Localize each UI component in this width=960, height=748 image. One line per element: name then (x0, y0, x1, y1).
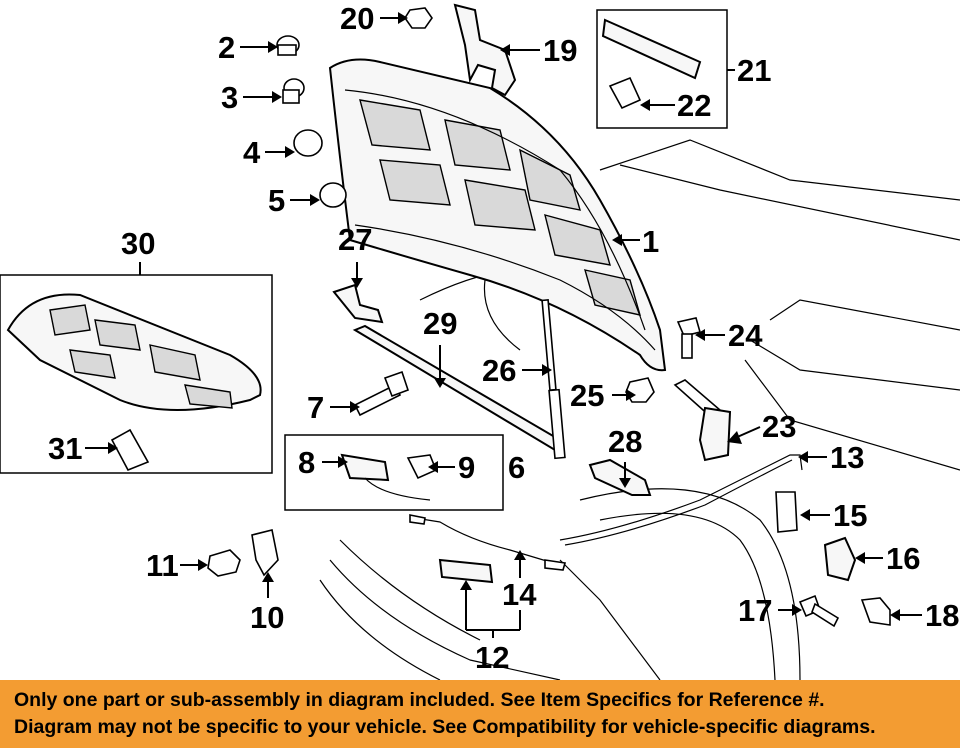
plug-5-icon (319, 182, 347, 208)
callout-3: 3 (221, 80, 238, 115)
callout-27: 27 (338, 222, 372, 257)
release-handle-12-icon (438, 558, 494, 584)
callout-25: 25 (570, 378, 604, 413)
bracket-28-icon (588, 458, 652, 496)
disclaimer-banner: Only one part or sub-assembly in diagram… (0, 680, 960, 748)
callout-7: 7 (307, 390, 324, 425)
disclaimer-line-1: Only one part or sub-assembly in diagram… (14, 689, 825, 711)
callout-18: 18 (925, 598, 959, 633)
callout-21: 21 (737, 53, 771, 88)
callout-13: 13 (830, 440, 864, 475)
cable-14-icon (409, 514, 567, 571)
hood-panel-part (328, 58, 667, 372)
hood-latch-23-icon (673, 379, 732, 462)
callout-labels: 1 2 3 4 5 6 7 8 9 10 11 12 13 14 15 16 1… (48, 1, 959, 675)
support-rod-26-icon (541, 299, 566, 460)
bolt-24-icon (676, 317, 701, 359)
nut-11-icon (207, 549, 241, 577)
callout-15: 15 (833, 498, 867, 533)
latch-box-6 (284, 434, 504, 511)
callout-10: 10 (250, 600, 284, 635)
insulator-box (0, 274, 273, 474)
bolt-7-icon (353, 370, 410, 417)
hood-bumper-parts (276, 35, 347, 208)
callout-19: 19 (543, 33, 577, 68)
bracket-27-icon (332, 283, 384, 324)
callout-28: 28 (608, 424, 642, 459)
bracket-16-icon (823, 536, 857, 582)
release-cable-13-icon (559, 454, 803, 546)
hood-parts-diagram: 1 2 3 4 5 6 7 8 9 10 11 12 13 14 15 16 1… (0, 1, 960, 680)
clip-18-icon (860, 597, 891, 626)
bracket-10-icon (251, 529, 279, 577)
callout-22: 22 (677, 88, 711, 123)
callout-4: 4 (243, 135, 261, 170)
callout-23: 23 (762, 409, 796, 444)
callout-17: 17 (738, 593, 772, 628)
bumper-3-icon (282, 78, 305, 104)
callout-31: 31 (48, 431, 82, 466)
callout-12: 12 (475, 640, 509, 675)
callout-20: 20 (340, 1, 374, 36)
callout-24: 24 (728, 318, 763, 353)
leader-lines (85, 12, 922, 638)
callout-30: 30 (121, 226, 155, 261)
callout-11: 11 (146, 548, 179, 583)
callout-8: 8 (298, 445, 315, 480)
callout-16: 16 (886, 541, 920, 576)
bolt-17-icon (798, 594, 840, 628)
callout-2: 2 (218, 30, 235, 65)
disclaimer-line-2: Diagram may not be specific to your vehi… (14, 716, 876, 738)
callout-1: 1 (642, 224, 659, 259)
callout-9: 9 (458, 450, 475, 485)
callout-29: 29 (423, 306, 457, 341)
plug-4-icon (293, 129, 323, 157)
callout-26: 26 (482, 353, 516, 388)
callout-5: 5 (268, 183, 285, 218)
bumper-2-icon (276, 35, 300, 56)
callout-6: 6 (508, 450, 525, 485)
hood-hinge-19-icon (453, 3, 517, 97)
weatherstrip-29-icon (352, 324, 562, 452)
clip-15-icon (775, 491, 798, 533)
callout-14: 14 (502, 577, 537, 612)
nut-20-icon (404, 7, 433, 29)
